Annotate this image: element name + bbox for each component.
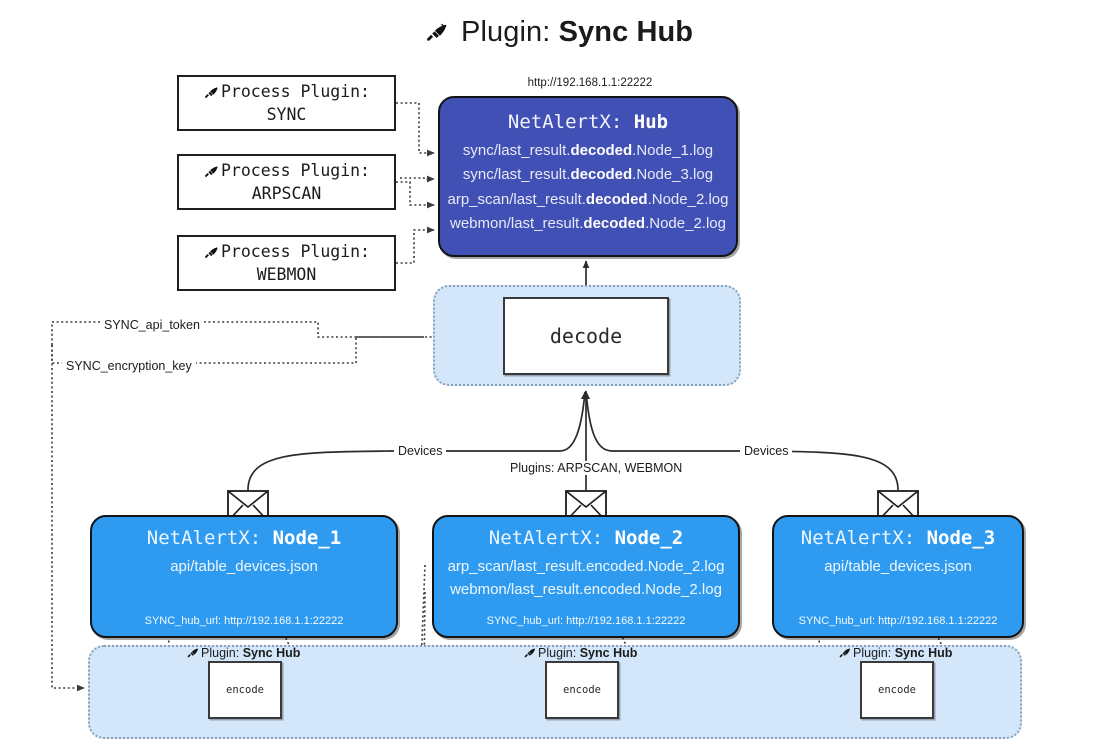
process-plugin-box-arpscan[interactable]: Process Plugin: ARPSCAN [177, 154, 396, 210]
label-devices-right: Devices [740, 444, 793, 458]
encode-plugin-label-1: Plugin: Sync Hub [186, 645, 300, 662]
hub-log-3-mid: decoded [583, 214, 646, 232]
hub-title-prefix: NetAlertX: [507, 111, 623, 133]
node-3-hub-url: SYNC_hub_url: http://192.168.1.1:22222 [798, 615, 998, 627]
decode-box[interactable]: decode [503, 297, 669, 375]
hub-log-row: sync/last_result.decoded.Node_1.log [446, 139, 730, 163]
encode-label-3-prefix: Plugin: [853, 646, 892, 660]
label-sync-encryption-key: SYNC_encryption_key [62, 359, 196, 373]
node-2-title-prefix: NetAlertX: [488, 527, 604, 549]
plug-icon [203, 83, 220, 105]
node-3-title-name: Node_3 [926, 527, 996, 549]
node-2-line: arp_scan/last_result.encoded.Node_2.log [447, 558, 725, 575]
hub-log-1-post: .Node_3.log [632, 166, 714, 184]
process-plugin-sync-line1: Process Plugin: [179, 82, 394, 105]
hub-log-0-pre: sync/last_result. [462, 142, 571, 159]
node-1-title: NetAlertX: Node_1 [92, 527, 396, 549]
hub-node[interactable]: NetAlertX: Hub sync/last_result.decoded.… [438, 96, 738, 257]
node-1-hub-url: SYNC_hub_url: http://192.168.1.1:22222 [144, 615, 344, 627]
plug-icon [203, 162, 220, 184]
hub-log-0-post: .Node_1.log [632, 142, 714, 159]
label-sync-api-token: SYNC_api_token [100, 318, 204, 332]
node-1-title-prefix: NetAlertX: [146, 527, 262, 549]
node-card-node-1[interactable]: NetAlertX: Node_1 api/table_devices.json… [90, 515, 398, 638]
process-plugin-arpscan-line1: Process Plugin: [179, 161, 394, 184]
plug-icon [523, 645, 537, 662]
encode-label-3-name: Sync Hub [894, 646, 953, 660]
hub-url-label: http://192.168.1.1:22222 [527, 77, 653, 89]
hub-log-row: arp_scan/last_result.decoded.Node_2.log [446, 188, 730, 212]
node-3-line: api/table_devices.json [824, 558, 972, 575]
hub-log-0-mid: decoded [570, 142, 633, 159]
node-3-lines: api/table_devices.json [774, 556, 1022, 579]
encode-label-2-prefix: Plugin: [538, 646, 577, 660]
encode-label-1-prefix: Plugin: [201, 646, 240, 660]
plug-icon [186, 645, 200, 662]
node-3-title-prefix: NetAlertX: [800, 527, 916, 549]
node-1-title-name: Node_1 [272, 527, 342, 549]
node-1-lines: api/table_devices.json [92, 556, 396, 579]
page-title-prefix: Plugin: [461, 16, 551, 48]
encode-label-2-name: Sync Hub [579, 646, 638, 660]
encode-box-1[interactable]: encode [208, 661, 282, 719]
hub-log-1-mid: decoded [570, 166, 633, 184]
node-1-line: api/table_devices.json [170, 558, 318, 575]
node-2-title: NetAlertX: Node_2 [434, 527, 738, 549]
process-plugin-sync-title: Process Plugin: [220, 82, 370, 101]
process-plugin-arpscan-title: Process Plugin: [220, 161, 370, 180]
hub-log-list: sync/last_result.decoded.Node_1.log sync… [440, 139, 736, 236]
hub-log-row: webmon/last_result.decoded.Node_2.log [446, 212, 730, 236]
hub-log-3-post: .Node_2.log [645, 214, 726, 232]
hub-log-2-mid: decoded [585, 190, 648, 208]
process-plugin-arpscan-name: ARPSCAN [251, 184, 322, 204]
hub-title: NetAlertX: Hub [440, 111, 736, 133]
process-plugin-webmon-title: Process Plugin: [220, 242, 370, 261]
encode-box-2[interactable]: encode [545, 661, 619, 719]
node-2-title-name: Node_2 [614, 527, 684, 549]
hub-log-3-pre: webmon/last_result. [450, 214, 584, 232]
node-2-hub-url: SYNC_hub_url: http://192.168.1.1:22222 [486, 615, 686, 627]
node-3-title: NetAlertX: Node_3 [774, 527, 1022, 549]
hub-log-1-pre: sync/last_result. [462, 166, 571, 184]
label-plugins-center: Plugins: ARPSCAN, WEBMON [506, 461, 687, 475]
encode-box-3[interactable]: encode [860, 661, 934, 719]
hub-log-row: sync/last_result.decoded.Node_3.log [446, 163, 730, 187]
process-plugin-webmon-line1: Process Plugin: [179, 242, 394, 265]
hub-log-2-post: .Node_2.log [647, 190, 729, 208]
page-title-name: Sync Hub [558, 16, 694, 48]
plug-icon [838, 645, 852, 662]
plug-icon [424, 18, 450, 52]
encode-plugin-label-3: Plugin: Sync Hub [838, 645, 952, 662]
page-title: Plugin: Sync Hub [0, 16, 1117, 52]
encode-label-1-name: Sync Hub [242, 646, 301, 660]
process-plugin-sync-name: SYNC [266, 105, 307, 125]
process-plugin-box-webmon[interactable]: Process Plugin: WEBMON [177, 235, 396, 291]
hub-title-name: Hub [633, 111, 669, 133]
node-2-lines: arp_scan/last_result.encoded.Node_2.log … [434, 556, 738, 602]
node-2-line: webmon/last_result.encoded.Node_2.log [450, 580, 722, 598]
node-card-node-2[interactable]: NetAlertX: Node_2 arp_scan/last_result.e… [432, 515, 740, 638]
label-devices-left: Devices [394, 444, 447, 458]
encode-plugin-label-2: Plugin: Sync Hub [523, 645, 637, 662]
plug-icon [203, 243, 220, 265]
process-plugin-webmon-name: WEBMON [256, 265, 317, 285]
hub-log-2-pre: arp_scan/last_result. [447, 190, 586, 208]
node-card-node-3[interactable]: NetAlertX: Node_3 api/table_devices.json… [772, 515, 1024, 638]
process-plugin-box-sync[interactable]: Process Plugin: SYNC [177, 75, 396, 131]
